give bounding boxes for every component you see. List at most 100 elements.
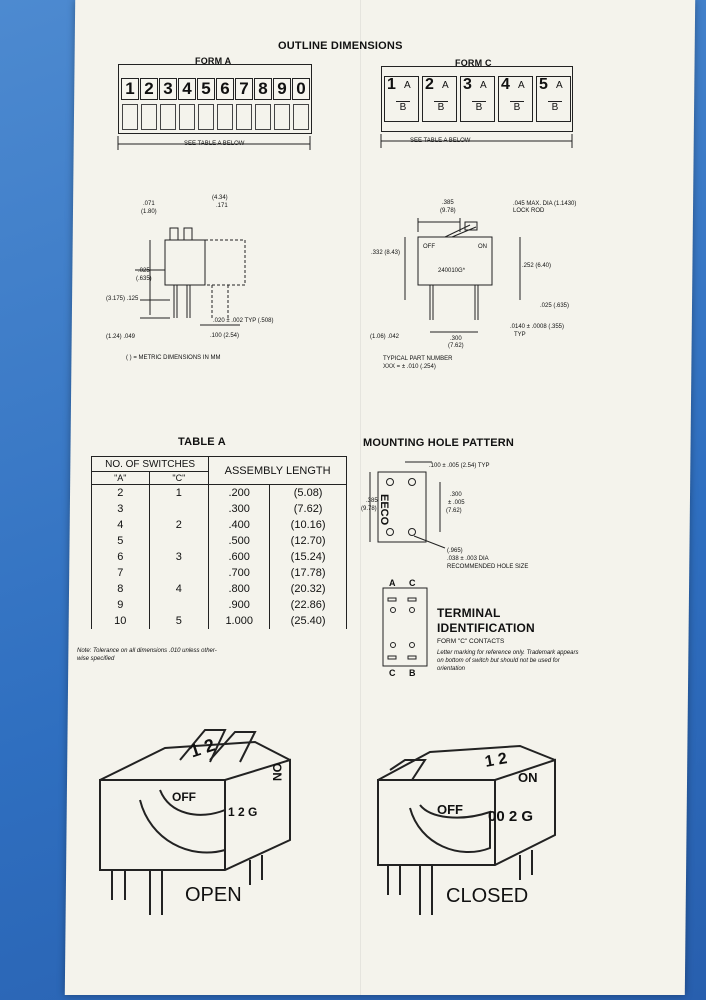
on-label: ON bbox=[478, 244, 487, 250]
form-a-slot bbox=[274, 104, 290, 130]
table-a: NO. OF SWITCHES ASSEMBLY LENGTH "A" "C" … bbox=[90, 456, 347, 629]
cell-switches-c bbox=[148, 533, 210, 549]
closed-on-label: ON bbox=[518, 770, 538, 785]
metric-note: ( ) = METRIC DIMENSIONS IN MM bbox=[126, 355, 221, 361]
terminal-label-a: A bbox=[389, 578, 396, 588]
form-a-digit-0: 0 bbox=[292, 78, 310, 100]
form-a-digit-9: 9 bbox=[273, 78, 291, 100]
typical-part-number: TYPICAL PART NUMBER bbox=[383, 356, 453, 362]
dim-025b: .025 (.635) bbox=[540, 303, 570, 309]
form-a-slot bbox=[160, 104, 176, 130]
dim-124: (1.24) .049 bbox=[106, 334, 136, 340]
form-c-contact-a: A bbox=[556, 80, 563, 91]
form-a-label: FORM A bbox=[195, 56, 232, 66]
cell-switches-a: 10 bbox=[91, 613, 150, 629]
dim-c-385: .385 bbox=[442, 200, 454, 206]
dim-171: .171 bbox=[216, 203, 228, 209]
form-c-position-number: 2 bbox=[425, 76, 434, 93]
form-c-switch-strip bbox=[381, 66, 573, 132]
mount-dim-005: ± .005 bbox=[448, 500, 465, 506]
form-a-slot bbox=[141, 104, 157, 130]
form-c-contact-b: B bbox=[472, 101, 486, 113]
dim-045: .045 MAX. DIA (1.1430) bbox=[513, 201, 577, 207]
paper-fold bbox=[360, 0, 361, 995]
mount-dim-100: .100 ± .005 (2.54) TYP bbox=[429, 463, 490, 469]
page-title: OUTLINE DIMENSIONS bbox=[278, 40, 403, 52]
dim-252: .252 (6.40) bbox=[522, 263, 552, 269]
open-off-label: OFF bbox=[172, 790, 196, 804]
table-row: 9.900(22.86) bbox=[91, 597, 347, 613]
form-c-contact-a: A bbox=[480, 80, 487, 91]
form-a-digit-6: 6 bbox=[216, 78, 234, 100]
cell-switches-a: 7 bbox=[91, 565, 150, 581]
cell-length-mm: (20.32) bbox=[269, 581, 347, 597]
off-label: OFF bbox=[423, 244, 435, 250]
cell-switches-c: 4 bbox=[148, 581, 210, 597]
typ-label: TYP bbox=[514, 332, 526, 338]
cell-switches-a: 3 bbox=[91, 501, 150, 517]
form-c-position bbox=[498, 76, 533, 122]
cell-length-mm: (22.86) bbox=[269, 597, 347, 613]
open-code: 1 2 G bbox=[228, 805, 258, 819]
cell-switches-a: 6 bbox=[91, 549, 150, 565]
terminal-desc-1: Letter marking for reference only. Trade… bbox=[437, 650, 579, 656]
dim-c-762: (7.62) bbox=[448, 343, 464, 349]
terminal-title-1: TERMINAL bbox=[437, 606, 501, 620]
dim-0140: .0140 ± .0008 (.355) bbox=[510, 324, 564, 330]
cell-length-inch: .900 bbox=[208, 597, 271, 613]
form-a-digit-5: 5 bbox=[197, 78, 215, 100]
form-a-digit-2: 2 bbox=[140, 78, 158, 100]
form-a-slot bbox=[122, 104, 138, 130]
table-note-line2: wise specified bbox=[77, 656, 115, 662]
mount-dim-978: (9.78) bbox=[361, 506, 377, 512]
table-note-line1: Note: Tolerance on all dimensions .010 u… bbox=[77, 648, 217, 654]
tolerance-note: XXX = ± .010 (.254) bbox=[383, 364, 436, 370]
form-c-contact-a: A bbox=[442, 80, 449, 91]
form-a-slot bbox=[179, 104, 195, 130]
form-c-position-number: 4 bbox=[501, 76, 510, 93]
form-c-contact-b: B bbox=[396, 101, 410, 113]
terminal-desc-2: on bottom of switch but should not be us… bbox=[437, 658, 560, 664]
form-c-contact-a: A bbox=[404, 80, 411, 91]
dim-c-300: .300 bbox=[450, 336, 462, 342]
form-c-contact-b: B bbox=[510, 101, 524, 113]
header-col-c: "C" bbox=[148, 471, 210, 485]
cell-length-mm: (25.40) bbox=[269, 613, 347, 629]
terminal-label-c-top: C bbox=[409, 578, 416, 588]
cell-length-inch: .200 bbox=[208, 484, 271, 501]
dim-434: (4.34) bbox=[212, 195, 228, 201]
dim-106: (1.06) .042 bbox=[370, 334, 400, 340]
cell-length-mm: (12.70) bbox=[269, 533, 347, 549]
cell-switches-c: 3 bbox=[148, 549, 210, 565]
form-c-contact-a: A bbox=[518, 80, 525, 91]
dim-025: .025 bbox=[138, 268, 150, 274]
part-code: 240010G* bbox=[438, 268, 466, 274]
form-c-contact-b: B bbox=[548, 101, 562, 113]
cell-switches-a: 8 bbox=[91, 581, 150, 597]
form-c-position bbox=[460, 76, 495, 122]
table-a-title: TABLE A bbox=[178, 436, 226, 448]
terminal-desc-3: orientation bbox=[437, 666, 466, 672]
form-a-digit-3: 3 bbox=[159, 78, 177, 100]
dim-635: (.635) bbox=[136, 276, 152, 282]
cell-length-inch: .300 bbox=[208, 501, 271, 517]
table-row: 5.500(12.70) bbox=[91, 533, 347, 549]
form-a-switch-strip bbox=[118, 64, 312, 134]
form-c-position-number: 3 bbox=[463, 76, 472, 93]
dim-100: .100 (2.54) bbox=[210, 333, 240, 339]
form-c-position-number: 5 bbox=[539, 76, 548, 93]
cell-length-mm: (5.08) bbox=[269, 484, 347, 501]
cell-switches-c bbox=[148, 565, 210, 581]
form-c-position-number: 1 bbox=[387, 76, 396, 93]
header-switches: NO. OF SWITCHES bbox=[90, 456, 210, 472]
cell-switches-c: 5 bbox=[148, 613, 210, 629]
cell-switches-a: 2 bbox=[91, 484, 150, 501]
mount-dim-385: .385 bbox=[366, 498, 378, 504]
table-row: 7.700(17.78) bbox=[91, 565, 347, 581]
form-c-position bbox=[384, 76, 419, 122]
